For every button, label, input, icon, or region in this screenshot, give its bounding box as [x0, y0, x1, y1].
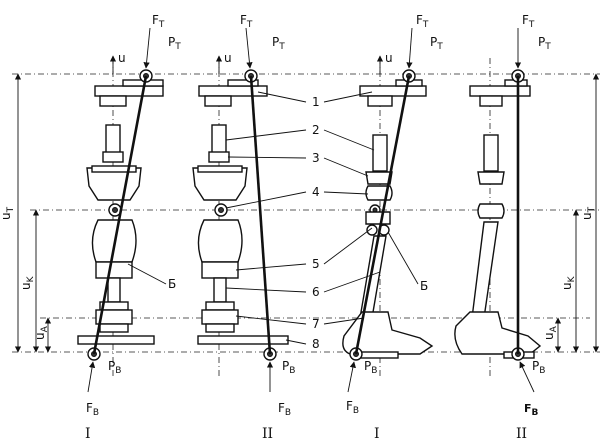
letter-b-label-1: Б [168, 277, 176, 291]
part-6-label: 6 [312, 285, 320, 299]
view-label-2: II [262, 426, 273, 441]
svg-text:PT: PT [272, 35, 285, 52]
svg-text:PB: PB [532, 359, 545, 376]
part-8-label: 8 [312, 337, 320, 351]
dim-total-label: uT [0, 206, 16, 220]
svg-text:PB: PB [364, 359, 377, 376]
prosthesis-front-2: u FT PT PB FB II [192, 13, 295, 441]
dimension-left: uT uK uA [0, 73, 52, 353]
dim-knee-label: uK [19, 275, 36, 290]
dim-knee-label-right: uK [560, 275, 577, 290]
svg-text:FB: FB [346, 399, 359, 416]
part-number-callouts: 1 2 3 4 5 6 7 8 [225, 91, 381, 351]
view-label-1: I [85, 426, 91, 441]
prosthesis-side-2: FT PT PB FB II [454, 13, 551, 441]
svg-text:FB: FB [524, 402, 539, 418]
view-label-4: II [516, 426, 527, 441]
part-3-label: 3 [312, 151, 320, 165]
point-bottom-label: PB [108, 359, 121, 376]
point-top-label: PT [168, 35, 181, 52]
part-2-label: 2 [312, 123, 320, 137]
force-top-label: FT [152, 13, 165, 30]
part-1-label: 1 [312, 95, 320, 109]
svg-text:PT: PT [430, 35, 443, 52]
letter-b-label-2: Б [420, 279, 428, 293]
dim-total-label-right: uT [580, 206, 597, 220]
prosthesis-front-1: u FT PT PB FB Б [77, 13, 181, 441]
svg-text:u: u [385, 51, 393, 65]
part-4-label: 4 [312, 185, 320, 199]
svg-text:FT: FT [522, 13, 535, 30]
prosthesis-side-1: u FT PT PB FB Б I [342, 13, 443, 441]
svg-text:FB: FB [278, 401, 291, 418]
part-7-label: 7 [312, 317, 320, 331]
axis-u-label: u [118, 51, 126, 65]
force-bottom-label: FB [86, 401, 99, 418]
dimension-right: uT uK uA [542, 73, 600, 353]
svg-text:u: u [224, 51, 232, 65]
svg-text:FT: FT [240, 13, 253, 30]
dim-ankle-label-right: uA [542, 325, 559, 340]
part-5-label: 5 [312, 257, 320, 271]
svg-text:PT: PT [538, 35, 551, 52]
svg-text:FT: FT [416, 13, 429, 30]
dim-ankle-label: uA [33, 325, 50, 340]
svg-text:PB: PB [282, 359, 295, 376]
view-label-3: I [374, 426, 380, 441]
